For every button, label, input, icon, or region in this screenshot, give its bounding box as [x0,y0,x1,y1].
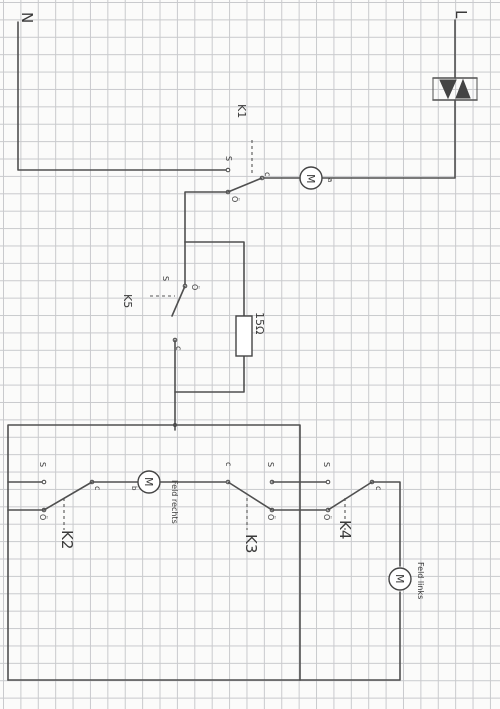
k1-label: K1 [235,104,248,118]
neutral-wire [17,21,229,171]
motor-main-terminal: a [326,178,334,182]
k3-o: Ö [266,514,276,520]
relay-k3: K3 c S Ö [224,462,276,553]
k5-label: K5 [121,294,134,308]
left-field-return-wire [299,591,401,681]
motor-left-symbol: M [393,574,406,584]
motor-left-label: Feld links [416,562,425,599]
triac-symbol [432,77,478,101]
k3-s: S [266,462,275,467]
motor-right-label: Feld rechts [170,480,179,524]
relay-k1: K1 S c Ö [224,104,272,202]
k2-o: Ö [38,514,48,520]
resistor-15-ohm: 15Ω [235,312,266,357]
k4-to-left-motor-wire [371,481,401,567]
k3-c: c [224,462,233,466]
motor-right-symbol: M [142,477,155,487]
k2-c: c [93,486,102,490]
k4-label: K4 [336,520,354,539]
k4-o: Ö [322,514,332,520]
k4-c: c [374,486,383,490]
motor-right-field: M b Feld rechts [130,470,179,524]
motor-main: M a [299,166,334,190]
k4-s: S [322,462,331,467]
line-label: L [452,10,470,19]
line-to-motor-wire [321,99,456,179]
motor-right-terminal: b [130,486,138,491]
k1-to-k5-wire [184,191,229,243]
resistor-top-wire [184,241,245,317]
k1-c: c [263,172,272,176]
neutral-label: N [18,12,36,23]
k1-o: Ö [230,196,240,202]
k2-s: S [38,462,47,467]
relay-k2: K2 S c Ö [7,462,102,549]
motor-left-field: M Feld links [388,562,425,599]
k2-label: K2 [58,530,76,549]
lower-frame-wire [7,424,301,681]
k3-label: K3 [242,534,260,553]
resistor-value: 15Ω [253,312,266,334]
relay-k5: K5 S Ö c [121,241,200,431]
resistor-bottom-wire [174,355,245,393]
relay-k4: K4 S c Ö [322,462,383,539]
k5-o: Ö [190,284,200,290]
k5-s: S [161,276,170,281]
k5-c: c [174,346,183,350]
k1-s: S [224,156,233,161]
motor-main-symbol: M [304,174,317,184]
